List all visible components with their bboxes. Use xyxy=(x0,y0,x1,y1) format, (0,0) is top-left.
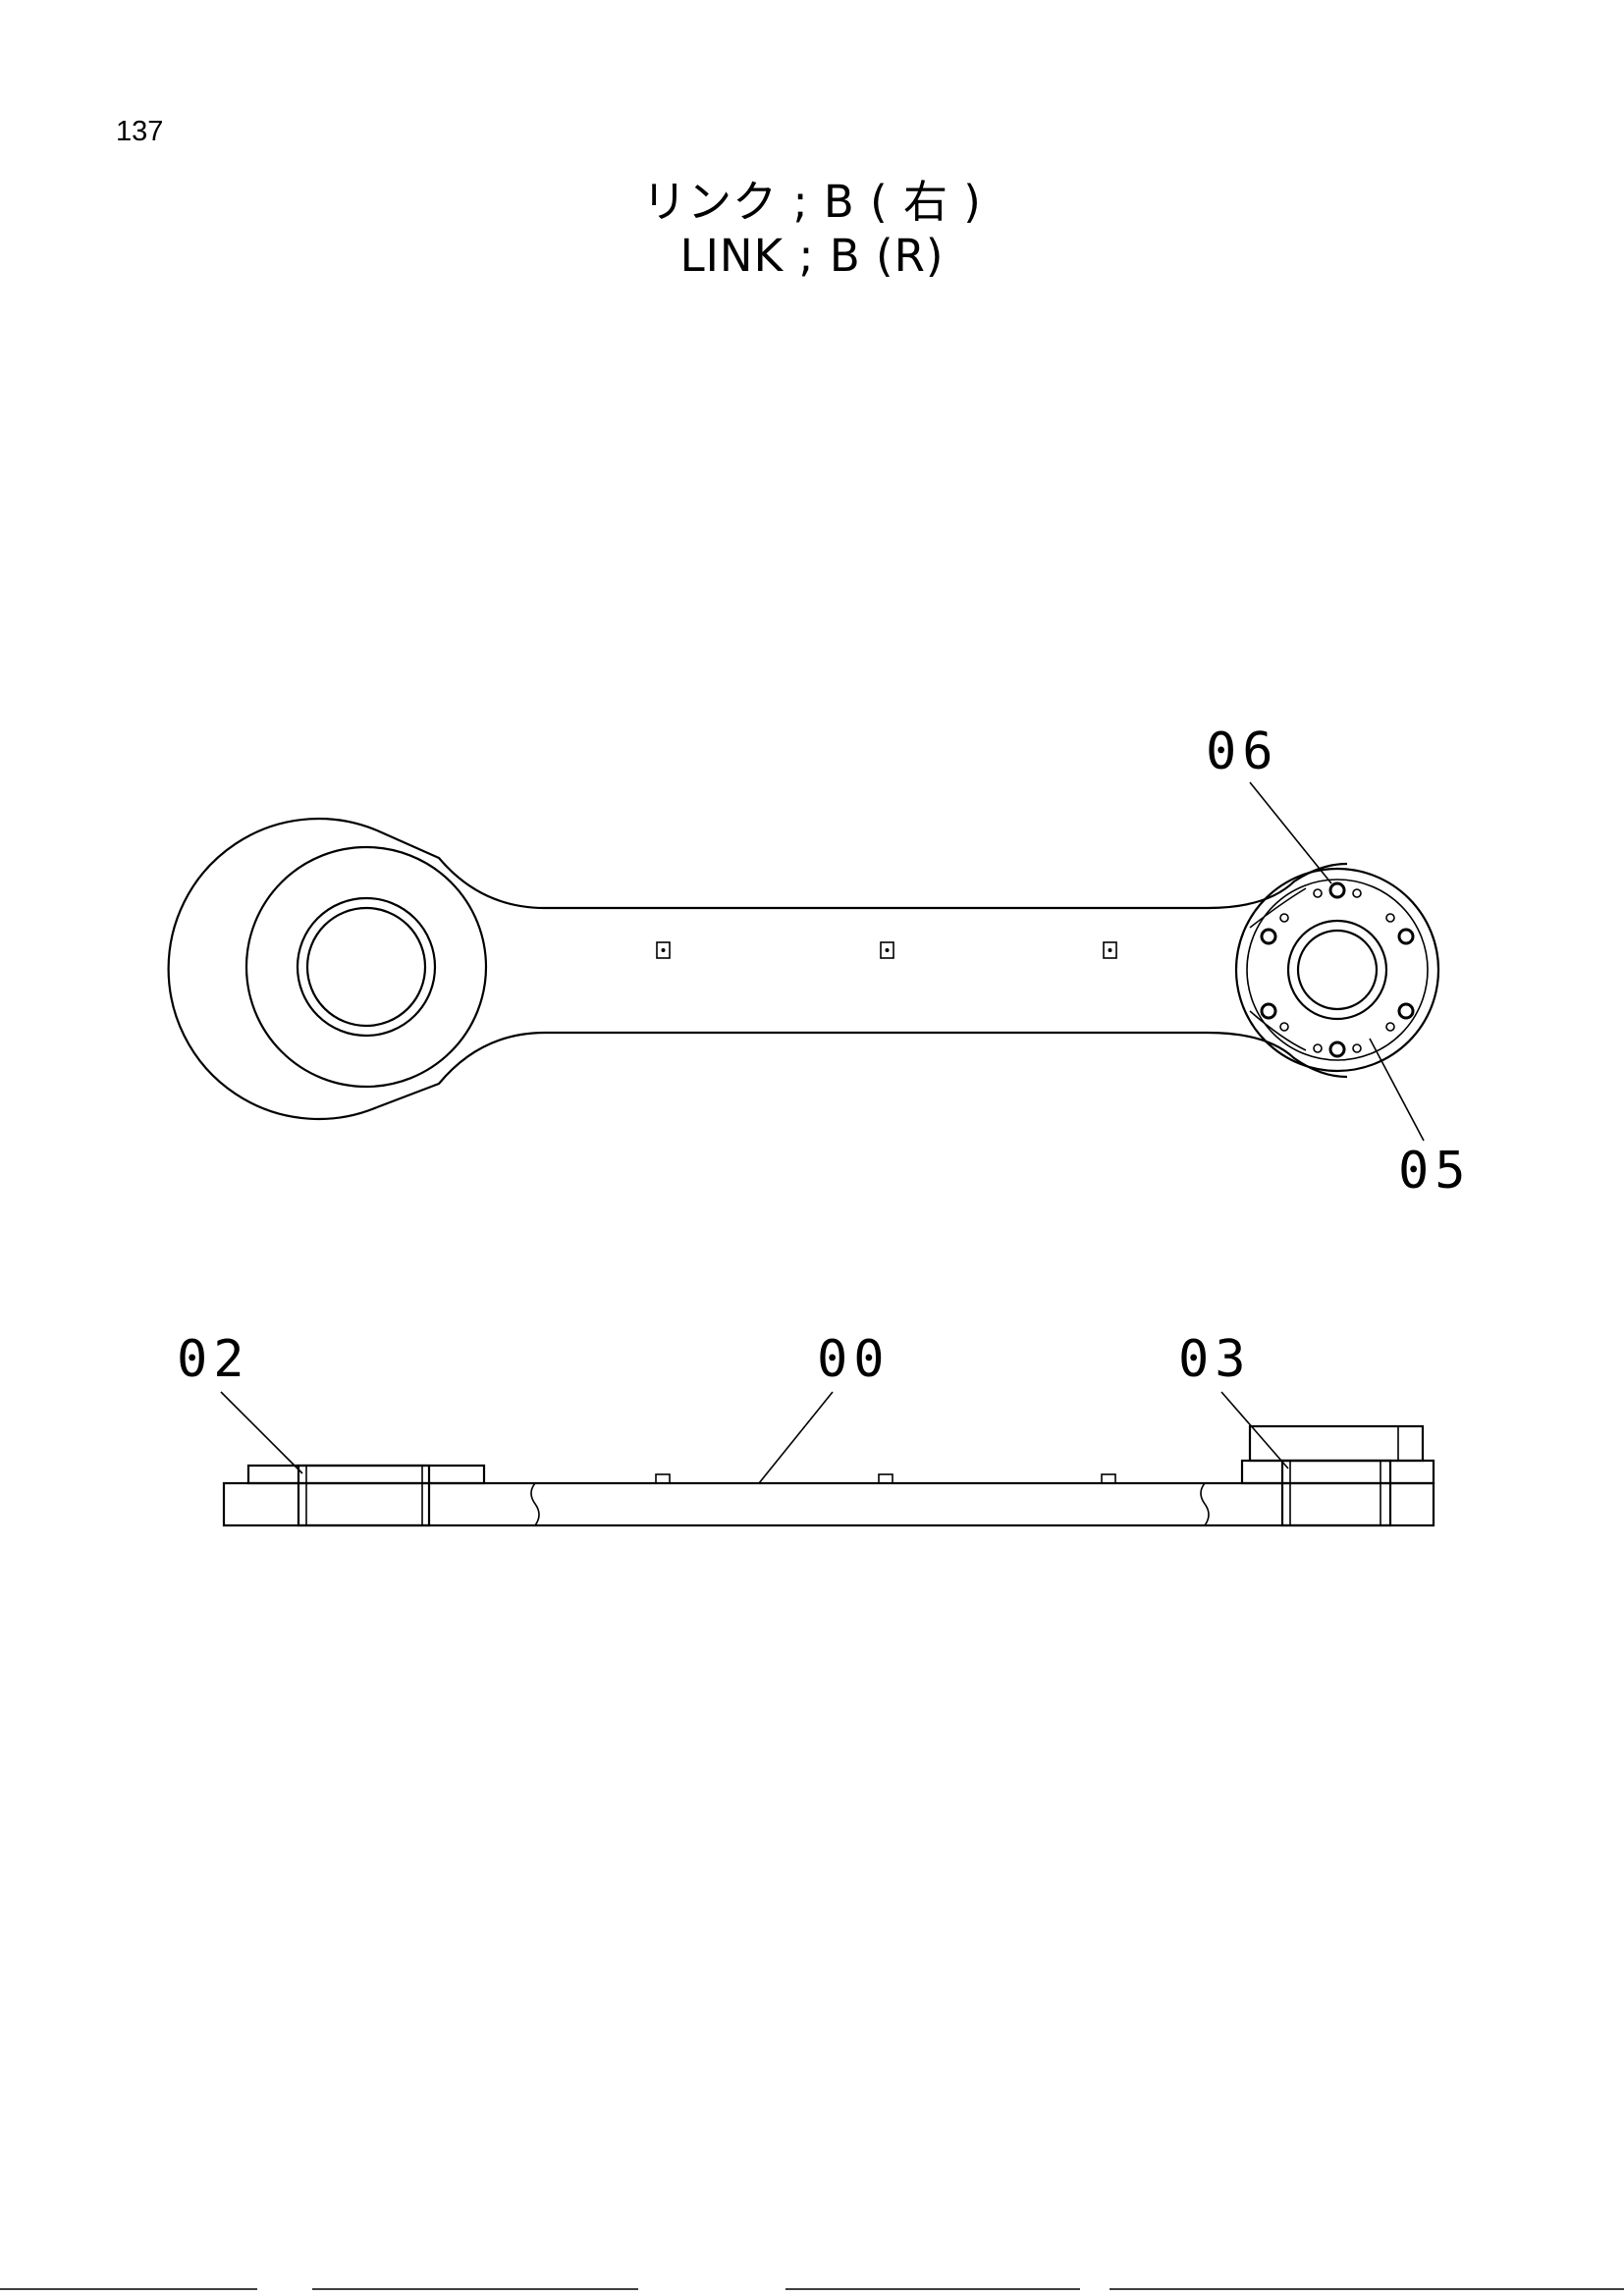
bolt-icon xyxy=(1397,1002,1415,1020)
bolt-icon xyxy=(1328,1041,1346,1058)
grease-fitting-dot xyxy=(885,948,890,952)
right-end-bolts xyxy=(1260,881,1415,1058)
bolt-icon xyxy=(1328,881,1346,899)
leader-02 xyxy=(220,1391,303,1474)
grease-fitting-icon xyxy=(880,941,894,959)
grease-fitting-icon xyxy=(656,941,671,959)
link-body-outline xyxy=(376,828,1348,1109)
break-mark-right xyxy=(1200,1482,1210,1526)
right-plate-split xyxy=(1249,887,1307,1051)
grease-fitting-side-icon xyxy=(655,1473,671,1484)
title-english: LINK ; B (R) xyxy=(679,230,945,282)
leader-00 xyxy=(758,1391,834,1484)
hole-icon xyxy=(1279,913,1289,923)
left-bushing xyxy=(297,1464,431,1527)
right-bore-outer xyxy=(1286,919,1388,1021)
bolt-icon xyxy=(1260,928,1277,945)
grease-fitting-side-icon xyxy=(1101,1473,1116,1484)
right-eye-outline xyxy=(1234,867,1440,1073)
right-boss-mid xyxy=(1240,1459,1435,1485)
break-mark-left xyxy=(530,1482,540,1526)
grease-fitting-icon xyxy=(1103,941,1117,959)
grease-fitting-dot xyxy=(1108,948,1112,952)
left-eye-ring xyxy=(244,845,488,1089)
right-bushing xyxy=(1280,1459,1392,1527)
hole-icon xyxy=(1352,888,1362,898)
callout-03: 03 xyxy=(1178,1330,1252,1389)
title-japanese: リンク ; B ( 右 ) xyxy=(642,176,982,228)
link-bar-side xyxy=(222,1481,1435,1527)
leader-06 xyxy=(1249,781,1332,884)
hole-icon xyxy=(1313,1043,1323,1053)
callout-00: 00 xyxy=(817,1330,891,1389)
page-number: 137 xyxy=(116,116,164,147)
hole-icon xyxy=(1385,913,1395,923)
callout-05: 05 xyxy=(1398,1142,1472,1201)
title-block: リンク ; B ( 右 ) LINK ; B (R) xyxy=(0,175,1624,283)
grease-fitting-side-icon xyxy=(878,1473,893,1484)
hole-icon xyxy=(1385,1022,1395,1032)
left-bore-outer xyxy=(296,896,437,1038)
right-bore-inner xyxy=(1296,929,1379,1011)
grease-fittings-top xyxy=(656,941,1117,959)
link-side-view: 02 00 03 xyxy=(177,1330,1435,1527)
hole-icon xyxy=(1313,888,1323,898)
left-eye-outline xyxy=(167,817,378,1121)
bolt-icon xyxy=(1397,928,1415,945)
link-top-view: 06 05 xyxy=(167,722,1472,1201)
bolt-icon xyxy=(1260,1002,1277,1020)
grease-fitting-dot xyxy=(661,948,666,952)
leader-03 xyxy=(1220,1391,1289,1469)
left-boss-top xyxy=(246,1464,486,1485)
hole-icon xyxy=(1279,1022,1289,1032)
callout-02: 02 xyxy=(177,1330,250,1389)
right-eye-ring xyxy=(1246,879,1429,1061)
left-bore-inner xyxy=(305,906,427,1028)
callout-06: 06 xyxy=(1206,722,1279,781)
leader-05 xyxy=(1369,1038,1425,1142)
hole-icon xyxy=(1352,1043,1362,1053)
